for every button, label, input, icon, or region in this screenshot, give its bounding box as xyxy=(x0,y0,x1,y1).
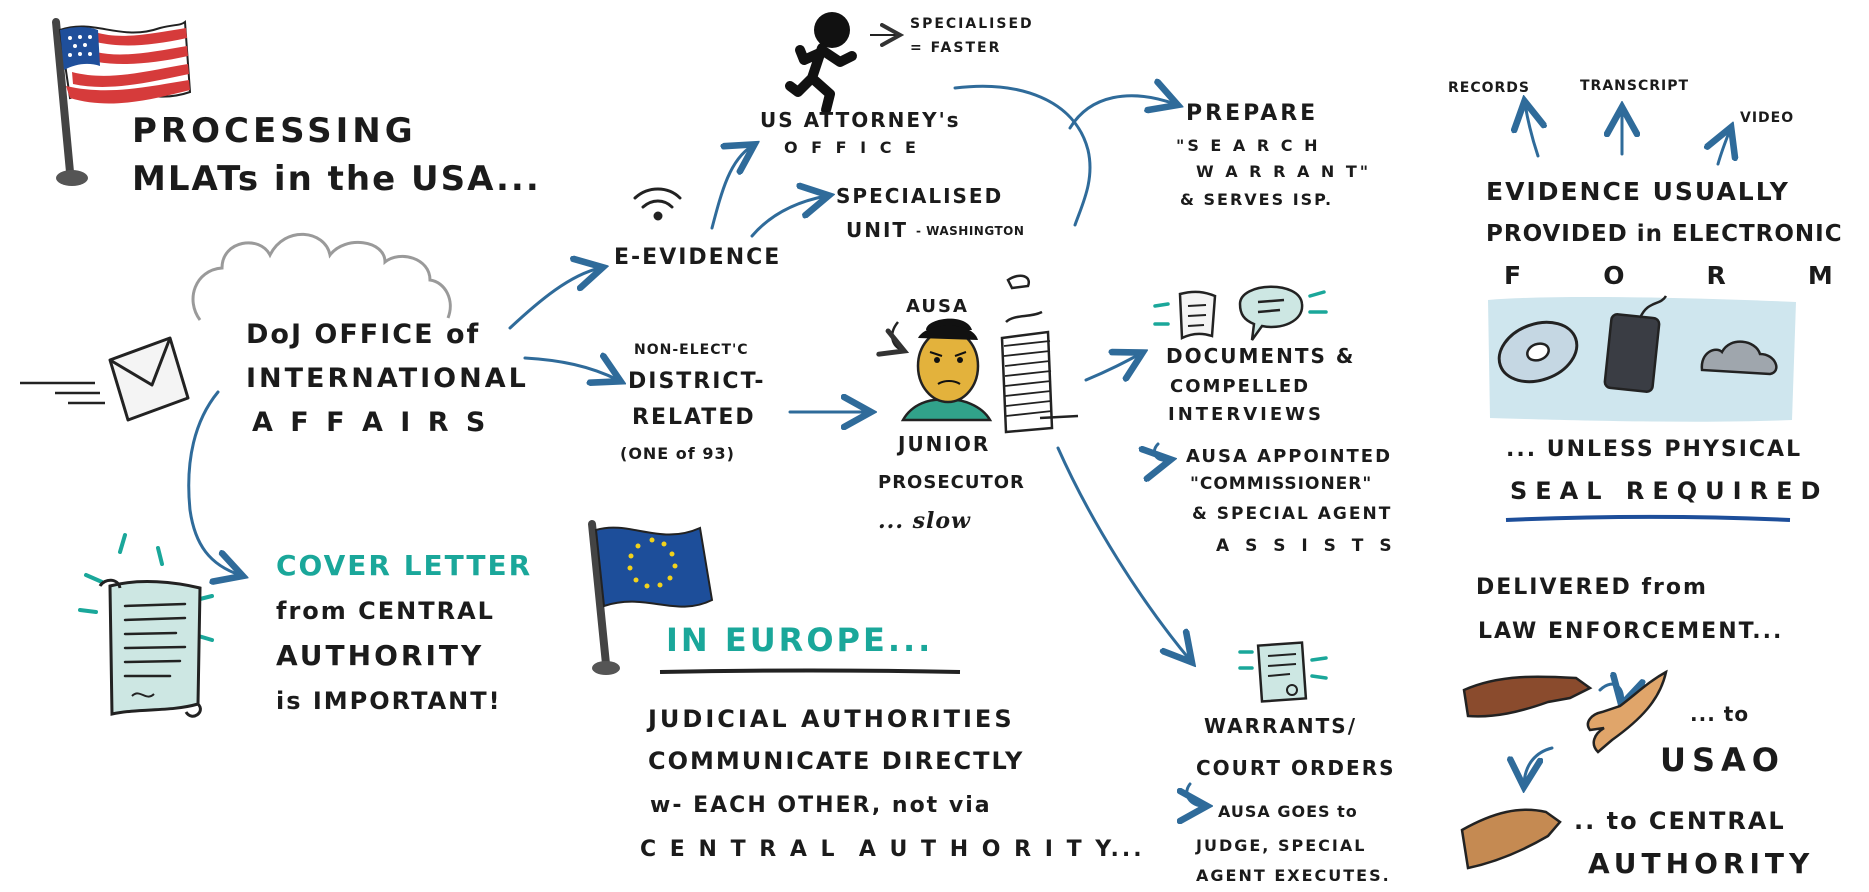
specialised-faster-line1: SPECIALISED xyxy=(910,16,1034,32)
scroll-document-icon xyxy=(78,533,214,718)
europe-title-underline xyxy=(659,668,961,674)
ausa-label: AUSA xyxy=(906,296,969,317)
specialised-unit-line1: SPECIALISED xyxy=(836,184,1004,208)
warrant-document-icon xyxy=(1238,641,1328,703)
non-elect-line1: NON-ELECT'C xyxy=(634,342,749,358)
evidence-line2: PROVIDED in ELECTRONIC xyxy=(1486,221,1843,247)
running-man-icon xyxy=(785,12,898,115)
cover-letter-line1: COVER LETTER xyxy=(276,549,533,582)
us-attorney-line1: US ATTORNEY's xyxy=(760,108,961,132)
evidence-line4: ... UNLESS PHYSICAL xyxy=(1506,437,1803,462)
specialised-unit-suffix: - WASHINGTON xyxy=(916,224,1025,238)
document-and-speech-icon xyxy=(1153,285,1328,341)
cover-letter-line3: AUTHORITY xyxy=(276,639,485,672)
evidence-video: VIDEO xyxy=(1740,110,1795,126)
envelope-icon xyxy=(20,336,190,422)
header-title-line2: MLATs in the USA... xyxy=(132,159,541,199)
flow-arrows xyxy=(187,86,1730,784)
specialised-faster-line2: = FASTER xyxy=(910,40,1002,56)
warrants-line1: WARRANTS/ xyxy=(1204,714,1358,738)
evidence-line1: EVIDENCE USUALLY xyxy=(1486,177,1790,206)
europe-title: IN EUROPE... xyxy=(666,621,934,659)
delivered-line3: .. to CENTRAL xyxy=(1574,807,1786,835)
wifi-icon xyxy=(633,187,682,221)
us-flag-icon xyxy=(52,18,192,186)
cover-letter-line2: from CENTRAL xyxy=(276,597,495,625)
warrants-line5: AGENT EXECUTES. xyxy=(1196,866,1391,885)
junior-line1: JUNIOR xyxy=(898,432,991,456)
europe-line2: COMMUNICATE DIRECTLY xyxy=(648,747,1025,775)
evidence-transcript: TRANSCRIPT xyxy=(1580,78,1690,94)
junior-line2: PROSECUTOR xyxy=(878,472,1025,493)
documents-line3: INTERVIEWS xyxy=(1168,404,1324,425)
warrants-line2: COURT ORDERS xyxy=(1196,756,1396,780)
cover-letter-line4: is IMPORTANT! xyxy=(276,687,502,715)
junior-prosecutor-icon xyxy=(900,274,1079,434)
delivered-usao: USAO xyxy=(1660,741,1785,779)
documents-line5: "COMMISSIONER" xyxy=(1190,474,1373,494)
eu-flag-icon xyxy=(588,520,714,675)
prepare-line4: & SERVES ISP. xyxy=(1180,190,1334,209)
evidence-underline xyxy=(1505,515,1791,522)
junior-line3: ... slow xyxy=(878,508,971,534)
hands-handover-icon xyxy=(1460,669,1668,870)
documents-line1: DOCUMENTS & xyxy=(1166,344,1356,368)
documents-line7: A S S I S T S xyxy=(1216,536,1397,556)
delivered-line2: LAW ENFORCEMENT... xyxy=(1478,619,1784,644)
documents-line2: COMPELLED xyxy=(1170,376,1311,397)
evidence-line5: SEAL REQUIRED xyxy=(1510,477,1829,505)
europe-line1: JUDICIAL AUTHORITIES xyxy=(648,705,1015,733)
delivered-line4: AUTHORITY xyxy=(1588,847,1815,880)
specialised-unit-line2: UNIT xyxy=(846,218,909,242)
delivered-to-label: ... to xyxy=(1690,702,1750,726)
non-elect-line2: DISTRICT- xyxy=(628,369,766,394)
non-elect-line3: RELATED xyxy=(632,405,756,430)
doj-line3: A F F A I R S xyxy=(252,407,490,438)
warrants-line3: AUSA GOES to xyxy=(1218,802,1358,821)
europe-line3: w- EACH OTHER, not via xyxy=(650,793,992,818)
non-elect-line4: (ONE of 93) xyxy=(620,444,735,463)
documents-line4: AUSA APPOINTED xyxy=(1186,446,1393,467)
cloud-outline-icon xyxy=(191,232,452,321)
us-attorney-line2: O F F I C E xyxy=(784,138,920,157)
documents-line6: & SPECIAL AGENT xyxy=(1192,504,1393,524)
prepare-line3: W A R R A N T" xyxy=(1196,162,1372,181)
prepare-line1: PREPARE xyxy=(1186,101,1319,126)
doj-line1: DoJ OFFICE of xyxy=(246,319,481,350)
evidence-line3: F O R M xyxy=(1504,261,1847,290)
prepare-line2: "S E A R C H xyxy=(1176,136,1321,155)
electronic-media-panel xyxy=(1488,295,1796,422)
evidence-records: RECORDS xyxy=(1448,80,1531,96)
warrants-line4: JUDGE, SPECIAL xyxy=(1196,836,1367,855)
header-title-line1: PROCESSING xyxy=(132,111,417,151)
delivered-line1: DELIVERED from xyxy=(1476,575,1708,600)
e-evidence-label: E-EVIDENCE xyxy=(614,245,782,270)
europe-line4: C E N T R A L A U T H O R I T Y... xyxy=(640,837,1145,862)
doj-line2: INTERNATIONAL xyxy=(246,363,529,394)
